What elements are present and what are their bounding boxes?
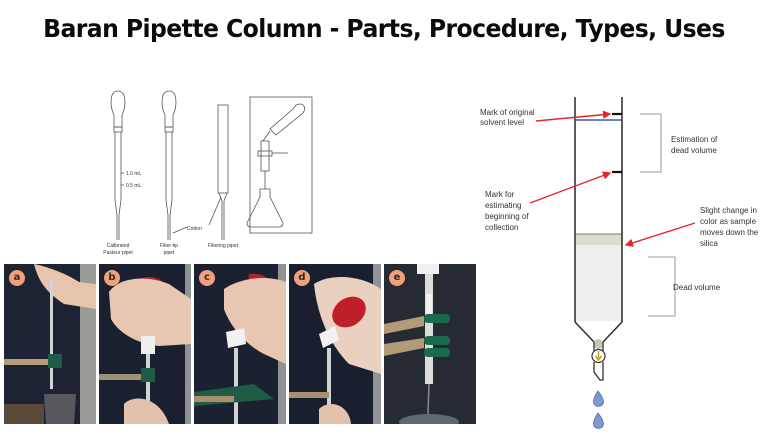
column-funnel: [574, 321, 623, 343]
filtering-pipet-label: Filtering pipet: [208, 243, 239, 249]
label-collection-1: Mark for: [485, 190, 515, 199]
mark-1-0ml: 1.0 mL: [126, 171, 142, 177]
pipet-types-drawing: 1.0 mL 0.5 mL Cotton Calibrated Pasteur …: [103, 90, 313, 256]
pasteur-label: Pasteur pipet: [103, 250, 133, 256]
dead-volume-estimate-bracket: [640, 113, 662, 173]
sample-band: [576, 234, 622, 245]
label-color-change-2: color as sample: [700, 217, 757, 226]
panel-badge-d: d: [294, 270, 310, 286]
arrow-color-change: [624, 222, 696, 247]
label-collection-3: beginning of: [485, 212, 529, 221]
label-color-change-4: silica: [700, 239, 718, 248]
panel-badge-c: c: [199, 270, 215, 286]
filtration-setup-box: [246, 96, 313, 234]
filter-tip-label: Filter-tip: [160, 243, 178, 249]
calibrated-pasteur-pipet: [110, 90, 126, 240]
photo-panel-b: b: [99, 264, 191, 424]
photo-panel-c: c: [194, 264, 286, 424]
photo-panel-a: a: [4, 264, 96, 424]
procedure-photo-strip: a b c: [4, 264, 476, 424]
cotton-label: Cotton: [187, 226, 202, 232]
drop-icon: [593, 412, 604, 429]
label-collection-4: collection: [485, 223, 518, 232]
stopcock-arrow-icon: [594, 351, 603, 362]
mark-0-5ml: 0.5 mL: [126, 183, 142, 189]
label-dead-volume: Dead volume: [673, 283, 721, 292]
arrow-collection-mark: [529, 171, 612, 204]
filter-tip-pipet: [161, 90, 222, 240]
panel-badge-a: a: [9, 270, 25, 286]
dead-volume-bracket: [648, 256, 676, 317]
column-diagram: Mark of original solvent level Mark for …: [480, 97, 759, 429]
label-color-change-3: moves down the: [700, 228, 759, 237]
column-tip: [593, 362, 604, 381]
label-estimation-2: dead volume: [671, 146, 717, 155]
label-color-change-1: Slight change in: [700, 206, 757, 215]
arrow-original-solvent: [535, 110, 612, 122]
pipet-label: pipet: [164, 250, 175, 256]
filtering-pipet: [217, 104, 229, 240]
cotton-plug: [593, 339, 604, 349]
label-original-solvent-1: Mark of original: [480, 108, 535, 117]
label-estimation-1: Estimation of: [671, 135, 718, 144]
label-original-solvent-2: solvent level: [480, 118, 524, 127]
photo-panel-e: e: [384, 264, 476, 424]
photo-panel-d: d: [289, 264, 381, 424]
page-title: Baran Pipette Column - Parts, Procedure,…: [43, 14, 725, 43]
label-collection-2: estimating: [485, 201, 521, 210]
drop-icon: [593, 390, 604, 407]
calibrated-label: Calibrated: [107, 243, 130, 249]
panel-badge-e: e: [389, 270, 405, 286]
silica-bed: [576, 245, 622, 321]
panel-badge-b: b: [104, 270, 120, 286]
